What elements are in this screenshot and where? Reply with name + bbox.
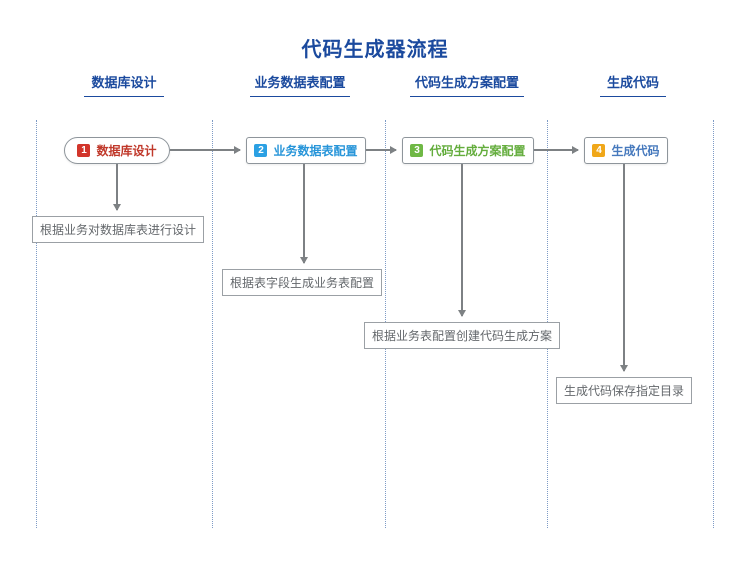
step-number-badge: 1 [77, 144, 91, 157]
flow-node-label: 代码生成方案配置 [429, 144, 526, 158]
flow-node-table-config: 2 业务数据表配置 [246, 137, 366, 164]
note-generate-code: 生成代码保存指定目录 [556, 377, 692, 404]
arrow-step3-to-note3 [458, 164, 466, 317]
arrow-step1-to-step2 [170, 146, 241, 154]
step-number-badge: 2 [254, 144, 268, 157]
note-database-design: 根据业务对数据库表进行设计 [32, 216, 204, 243]
note-scheme-config: 根据业务表配置创建代码生成方案 [364, 322, 560, 349]
note-table-config: 根据表字段生成业务表配置 [222, 269, 382, 296]
lane-divider-1 [36, 120, 37, 528]
arrow-step1-to-note1 [113, 164, 121, 211]
column-header-scheme-config: 代码生成方案配置 [410, 72, 524, 97]
step-number-badge: 4 [592, 144, 606, 157]
step-number-badge: 3 [410, 144, 424, 157]
column-header-database-design: 数据库设计 [84, 72, 164, 97]
page-title: 代码生成器流程 [301, 39, 449, 61]
flow-node-label: 数据库设计 [96, 144, 157, 158]
lane-divider-2 [212, 120, 213, 528]
flow-node-scheme-config: 3 代码生成方案配置 [402, 137, 534, 164]
arrow-step3-to-step4 [534, 146, 579, 154]
flow-node-generate-code: 4 生成代码 [584, 137, 668, 164]
arrow-step2-to-step3 [366, 146, 397, 154]
arrow-step4-to-note4 [620, 164, 628, 372]
arrow-step2-to-note2 [300, 164, 308, 264]
lane-divider-5 [713, 120, 714, 528]
flow-node-label: 生成代码 [611, 144, 660, 158]
flow-node-label: 业务数据表配置 [273, 144, 358, 158]
column-header-table-config: 业务数据表配置 [250, 72, 350, 97]
column-header-generate-code: 生成代码 [600, 72, 666, 97]
flow-node-database-design: 1 数据库设计 [64, 137, 170, 164]
